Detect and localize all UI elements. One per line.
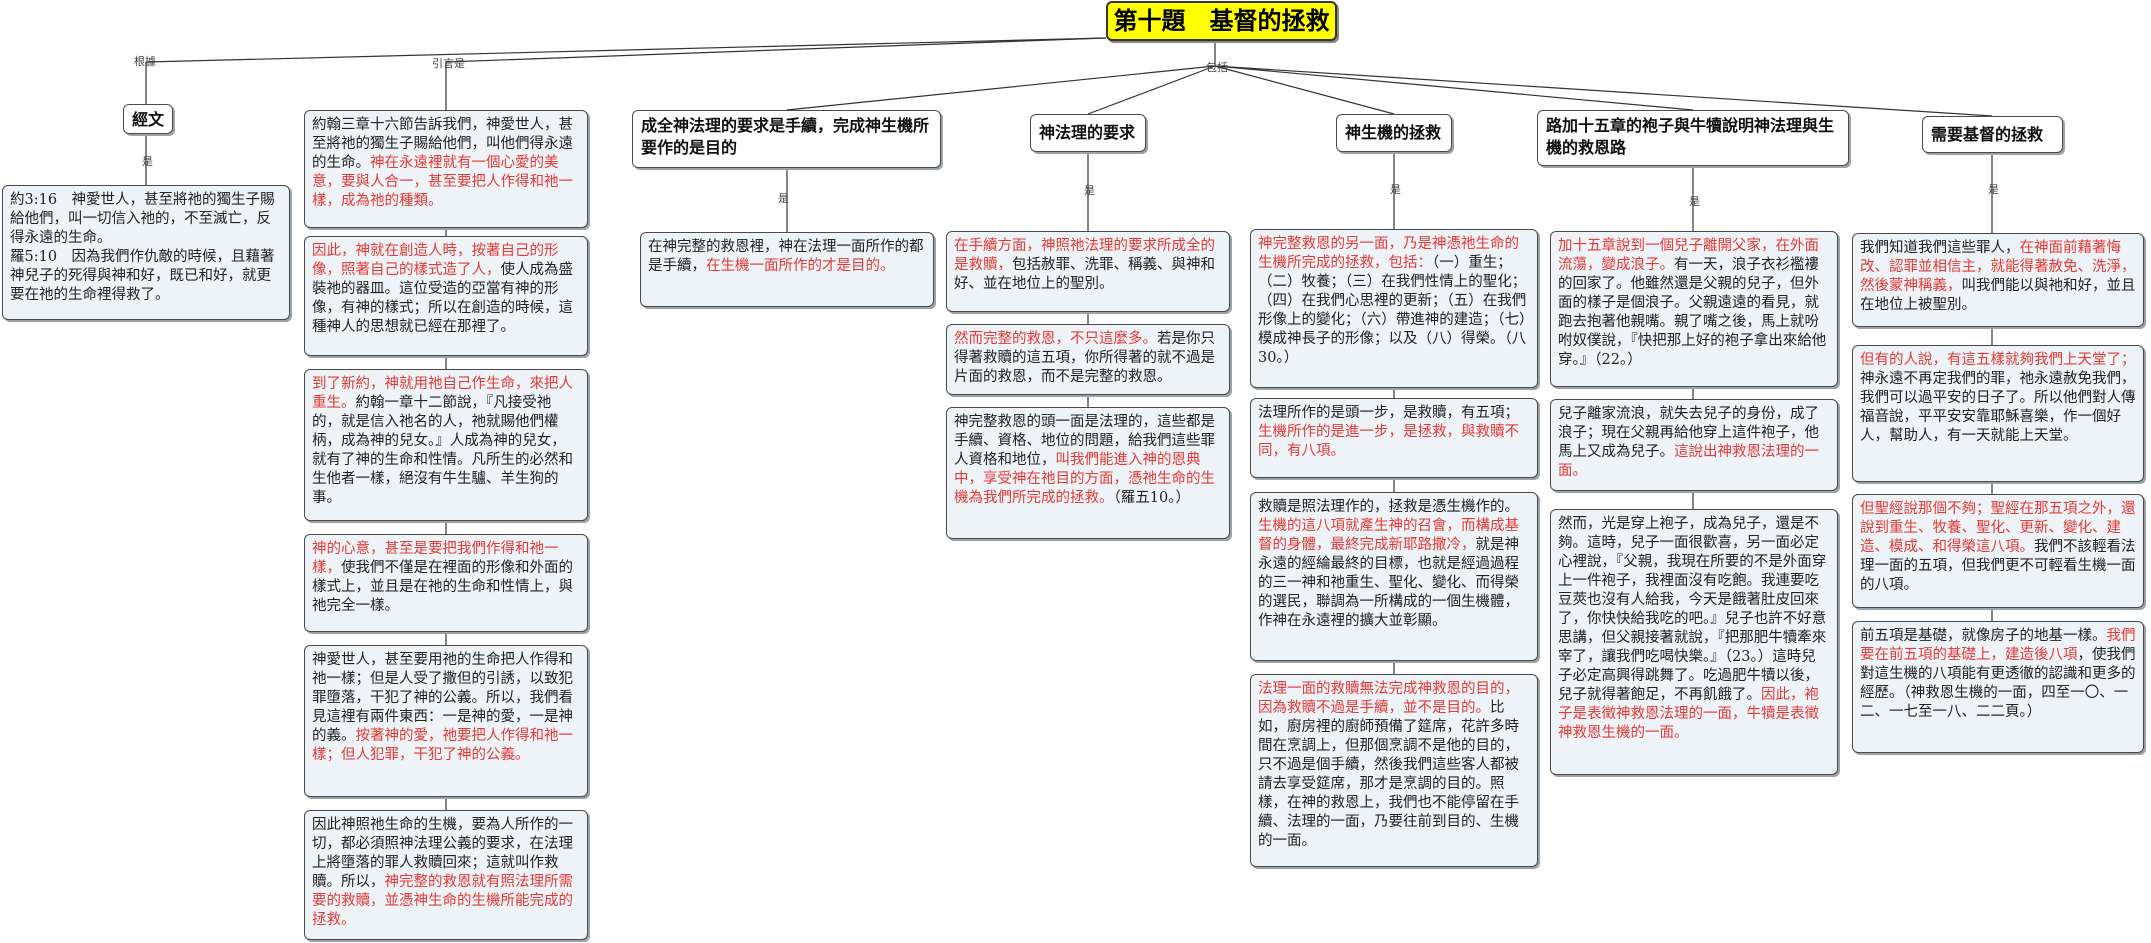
edge-label-shi: 是 xyxy=(1689,195,1700,208)
body-text: 約翰一章十二節說，『凡接受祂的，就是信入祂名的人，祂就賜他們權柄，成為神的兒女。… xyxy=(312,395,573,506)
highlight-text: 生機的這八項就產生神的召會，而構成基督的身體，最終完成新耶路撒冷， xyxy=(1258,518,1519,553)
body-text: 我們知道我們這些罪人， xyxy=(1860,240,2020,256)
highlight-text: 叫我們能進入神的恩典中，享受神在祂目的方面，憑祂生命的生機為我們所完成的拯救。 xyxy=(954,452,1215,506)
highlight-text: 按著神的愛，祂要把人作得和祂一樣；但人犯罪，干犯了神的公義。 xyxy=(312,728,573,763)
body-text: ，使我們對這生機的八項能有更透徹的認識和更多的經歷。（神救恩生機的一面，四至一〇… xyxy=(1860,647,2136,720)
shengji-node-3: 救贖是照法理作的，拯救是憑生機作的。生機的這八項就產生神的召會，而構成基督的身體… xyxy=(1250,492,1538,661)
body-text: 比如，廚房裡的廚師預備了筵席，花許多時間在烹調上，但那個烹調不是他的目的，只不過… xyxy=(1258,700,1519,849)
heading-chengquan[interactable]: 成全神法理的要求是手續，完成神生機所要作的是目的 xyxy=(632,110,941,168)
intro-node-5: 神愛世人，甚至要用祂的生命把人作得和祂一樣；但是人受了撒但的引誘，以致犯罪墮落，… xyxy=(304,645,588,797)
intro-node-6: 因此神照祂生命的生機，要為人所作的一切，都必須照神法理公義的要求，在法理上將墮落… xyxy=(304,810,588,940)
highlight-text: 因此，袍子是表徵神救恩法理的一面，牛犢是表徵神救恩生機的一面。 xyxy=(1558,687,1819,741)
edge-label-shi: 是 xyxy=(1084,184,1095,197)
edge-label-genju: 根據 xyxy=(134,55,156,68)
fali-node-2: 然而完整的救恩，不只這麼多。若是你只得著救贖的這五項，你所得著的就不過是片面的救… xyxy=(946,324,1230,395)
heading-jingwen[interactable]: 經文 xyxy=(123,104,173,134)
heading-luka[interactable]: 路加十五章的袍子與牛犢說明神法理與生機的救恩路 xyxy=(1537,110,1849,166)
highlight-text: 在生機一面所作的才是目的。 xyxy=(706,258,895,274)
chengquan-node: 在神完整的救恩裡，神在法理一面所作的都是手續，在生機一面所作的才是目的。 xyxy=(640,232,934,307)
root-title[interactable]: 第十題 基督的拯救 xyxy=(1106,1,1337,41)
body-text: 使人成為盛裝祂的器皿。這位受造的亞當有神的形像，有神的樣式；所以在創造的時候，這… xyxy=(312,262,573,335)
xuyao-node-2: 但有的人說，有這五樣就夠我們上天堂了； 神永遠不再定我們的罪，祂永遠赦免我們，我們… xyxy=(1852,345,2144,482)
shengji-node-1: 神完整救恩的另一面，乃是神憑祂生命的生機所完成的拯救，包括：（一）重生；（二）牧… xyxy=(1250,229,1538,388)
highlight-text: 神完整的救恩就有照法理所需要的救贖，並憑神生命的生機所能完成的拯救。 xyxy=(312,874,573,928)
highlight-text: 神在永遠裡就有一個心愛的美意，要與人合一，甚至要把人作得和祂一樣，成為祂的種類。 xyxy=(312,155,573,209)
highlight-text: 到了新約，神就用祂自己作生命，來把人重生。 xyxy=(312,376,573,411)
edge-label-shi: 是 xyxy=(1390,183,1401,196)
luka-node-1: 加十五章說到一個兒子離開父家，在外面流蕩，變成浪子。有一天，浪子衣衫襤褸的回家了… xyxy=(1550,231,1838,387)
body-text: 神完整救恩的頭一面是法理的，這些都是手續、資格、地位的問題，給我們這些罪人資格和… xyxy=(954,414,1215,468)
edge-label-shi: 是 xyxy=(778,192,789,205)
body-text: 若是你只得著救贖的這五項，你所得著的就不過是片面的救恩，而不是完整的救恩。 xyxy=(954,331,1215,385)
body-text: 救贖是照法理作的，拯救是憑生機作的。 xyxy=(1258,499,1519,515)
jingwen-verses: 約3:16 神愛世人，甚至將祂的獨生子賜給他們，叫一切信入祂的，不至滅亡，反得永… xyxy=(2,185,290,320)
body-text: 兒子離家流浪，就失去兒子的身份，成了浪子；現在父親再給他穿上這件袍子，他馬上又成… xyxy=(1558,406,1819,460)
body-text: （羅五10。） xyxy=(1113,490,1190,506)
xuyao-node-1: 我們知道我們這些罪人，在神面前藉著悔改、認罪並相信主，就能得著赦免、洗淨，然後蒙… xyxy=(1852,233,2144,327)
highlight-text: 神完整救恩的另一面，乃是神憑祂生命的生機所完成的拯救，包括： xyxy=(1258,236,1519,271)
highlight-text: 在神面前藉著悔改、認罪並相信主，就能得著赦免、洗淨，然後蒙神稱義， xyxy=(1860,240,2136,294)
body-text: 我們不該輕看法理一面的五項，但我們更不可輕看生機一面的八項。 xyxy=(1860,539,2136,593)
shengji-node-4: 法理一面的救贖無法完成神救恩的目的，因為救贖不過是手續，並不是目的。比如，廚房裡… xyxy=(1250,674,1538,867)
body-text: （一）重生；（二）牧養；（三）在我們性情上的聖化；（四）在我們心思裡的更新；（五… xyxy=(1258,255,1527,366)
intro-node-3: 到了新約，神就用祂自己作生命，來把人重生。約翰一章十二節說，『凡接受祂的，就是信… xyxy=(304,369,588,521)
highlight-text: 生機所作的是進一步，是拯救，與救贖不同，有八項。 xyxy=(1258,424,1519,459)
highlight-text: 在手續方面，神照祂法理的要求所成全的是救贖， xyxy=(954,238,1215,273)
highlight-text: 但有的人說，有這五樣就夠我們上天堂了； xyxy=(1860,352,2136,368)
highlight-text: 然而完整的救恩，不只這麼多。 xyxy=(954,331,1157,347)
highlight-text: 但聖經說那個不夠；聖經在那五項之外，還說到重生、牧養、聖化、更新、變化、建造、模… xyxy=(1860,501,2136,555)
xuyao-node-3: 但聖經說那個不夠；聖經在那五項之外，還說到重生、牧養、聖化、更新、變化、建造、模… xyxy=(1852,494,2144,608)
body-text: 就是神永遠的經綸最終的目標，也就是經過過程的三一神和祂重生、聖化、變化、而得榮的… xyxy=(1258,537,1519,629)
highlight-text: 這說出神救恩法理的一面。 xyxy=(1558,444,1819,479)
intro-node-4: 神的心意，甚至是要把我們作得和祂一樣，使我們不僅是在裡面的形像和外面的樣式上，並… xyxy=(304,534,588,632)
body-text: 因此神照祂生命的生機，要為人所作的一切，都必須照神法理公義的要求，在法理上將墮落… xyxy=(312,817,573,890)
luka-node-3: 然而，光是穿上袍子，成為兒子，還是不夠。這時，兒子一面很歡喜，另一面必定心裡說，… xyxy=(1550,509,1838,775)
body-text: 約3:16 神愛世人，甚至將祂的獨生子賜給他們，叫一切信入祂的，不至滅亡，反得永… xyxy=(10,192,275,246)
highlight-text: 我們要在前五項的基礎上，建造後八項 xyxy=(1860,628,2136,663)
body-text: 神永遠不再定我們的罪，祂永遠赦免我們，我們可以過平安的日子了。所以他們對人傳福音… xyxy=(1860,371,2136,444)
body-text: 羅5:10 因為我們作仇敵的時候，且藉著神兒子的死得與神和好，既已和好，就更要在… xyxy=(10,249,275,303)
shengji-node-2: 法理所作的是頭一步，是救贖，有五項； 生機所作的是進一步，是拯救，與救贖不同，有八… xyxy=(1250,398,1538,478)
body-text: 前五項是基礎，就像房子的地基一樣。 xyxy=(1860,628,2107,644)
body-text: 有一天，浪子衣衫襤褸的回家了。他雖然還是父親的兒子，但外面的樣子是個浪子。父親遠… xyxy=(1558,257,1827,368)
highlight-text: 因此，神就在創造人時，按著自己的形像，照著自己的樣式造了人， xyxy=(312,243,559,278)
intro-node-1: 約翰三章十六節告訴我們，神愛世人，甚至將祂的獨生子賜給他們，叫他們得永遠的生命。… xyxy=(304,110,588,228)
edge-label-baokuo: 包括 xyxy=(1206,61,1228,74)
body-text: 約翰三章十六節告訴我們，神愛世人，甚至將祂的獨生子賜給他們，叫他們得永遠的生命。 xyxy=(312,117,573,171)
heading-fali-yaoqiu[interactable]: 神法理的要求 xyxy=(1030,114,1146,152)
heading-shengji[interactable]: 神生機的拯救 xyxy=(1336,114,1452,152)
body-text: 使我們不僅是在裡面的形像和外面的樣式上，並且是在祂的生命和性情上，與祂完全一樣。 xyxy=(312,560,573,614)
intro-node-2: 因此，神就在創造人時，按著自己的形像，照著自己的樣式造了人，使人成為盛裝祂的器皿… xyxy=(304,236,588,356)
body-text: 法理所作的是頭一步，是救贖，有五項； xyxy=(1258,405,1519,421)
body-text: 在神完整的救恩裡，神在法理一面所作的都是手續， xyxy=(648,239,924,274)
luka-node-2: 兒子離家流浪，就失去兒子的身份，成了浪子；現在父親再給他穿上這件袍子，他馬上又成… xyxy=(1550,399,1838,491)
edge-label-shi: 是 xyxy=(142,155,153,168)
fali-node-3: 神完整救恩的頭一面是法理的，這些都是手續、資格、地位的問題，給我們這些罪人資格和… xyxy=(946,407,1230,539)
body-text: 神愛世人，甚至要用祂的生命把人作得和祂一樣；但是人受了撒但的引誘，以致犯罪墮落，… xyxy=(312,652,573,744)
body-text: 然而，光是穿上袍子，成為兒子，還是不夠。這時，兒子一面很歡喜，另一面必定心裡說，… xyxy=(1558,516,1827,703)
highlight-text: 法理一面的救贖無法完成神救恩的目的，因為救贖不過是手續，並不是目的。 xyxy=(1258,681,1519,716)
edge-label-yindao: 引言是 xyxy=(432,57,465,70)
highlight-text: 神的心意，甚至是要把我們作得和祂一樣， xyxy=(312,541,559,576)
body-text: 叫我們能以與祂和好，並且在地位上被聖別。 xyxy=(1860,278,2136,313)
body-text: 包括赦罪、洗罪、稱義、與神和好、並在地位上的聖別。 xyxy=(954,257,1215,292)
edge-label-shi: 是 xyxy=(1988,183,1999,196)
highlight-text: 加十五章說到一個兒子離開父家，在外面流蕩，變成浪子。 xyxy=(1558,238,1819,273)
fali-node-1: 在手續方面，神照祂法理的要求所成全的是救贖，包括赦罪、洗罪、稱義、與神和好、並在… xyxy=(946,231,1230,312)
xuyao-node-4: 前五項是基礎，就像房子的地基一樣。我們要在前五項的基礎上，建造後八項，使我們對這… xyxy=(1852,621,2144,753)
heading-xuyao[interactable]: 需要基督的拯救 xyxy=(1922,116,2063,153)
